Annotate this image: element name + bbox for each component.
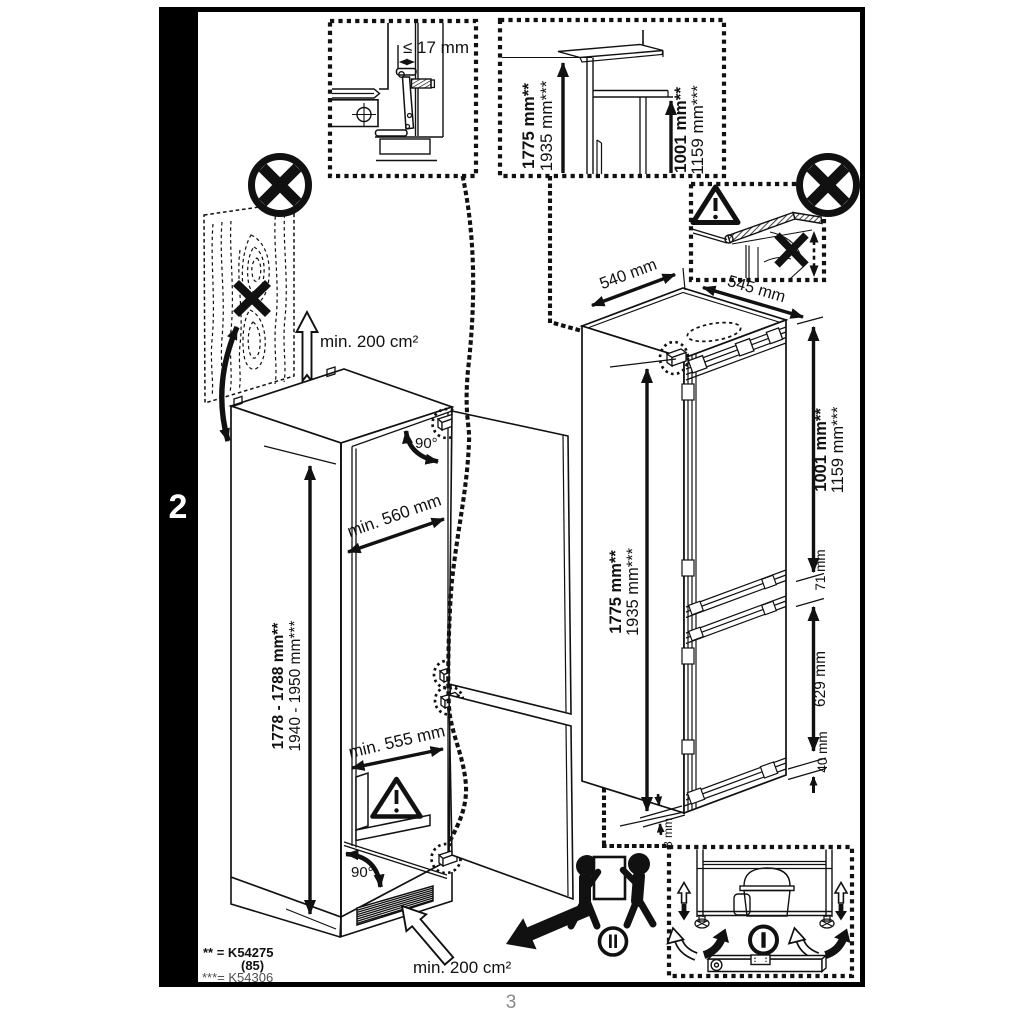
hinge-gap-label: ≤ 17 mm: [403, 38, 469, 57]
top-cutout-dashed: [686, 321, 742, 343]
footnote-3: ***= K54306: [202, 970, 273, 985]
leader-dots: [445, 175, 671, 849]
direction-arrow: [506, 902, 591, 950]
fridge-column-brackets: [681, 383, 695, 755]
swap-arrow: [219, 325, 240, 442]
footnotes: ** = K54275 (85) ***= K54306: [202, 945, 273, 985]
fridge-hinge-gap-label: 71 mm: [813, 549, 828, 590]
vent-pointer-arrow: [400, 904, 455, 966]
floor-bracket: [355, 771, 431, 842]
vent-top: min. 200 cm²: [294, 309, 419, 384]
fridge-bottom-rail: [683, 757, 787, 807]
step-two-label: II: [608, 932, 619, 953]
fridge-height-label-bold: 1775 mm**: [607, 550, 625, 634]
angle-top-label: 90°: [415, 435, 438, 452]
fridge-upper-label-bold: 1001 mm**: [812, 408, 830, 492]
fridge-plinth-label: 40 mm: [815, 731, 830, 772]
height-detail-border: [497, 17, 727, 179]
top-clearance-warning-box: [688, 181, 827, 283]
adjust-arrows-left: [676, 880, 692, 921]
angle-bottom-label: 90°: [351, 864, 374, 881]
niche-height-range-alt: 1940 - 1950 mm***: [287, 621, 304, 752]
compressor: [733, 867, 795, 917]
fridge-height-label-alt: 1935 mm***: [624, 547, 642, 636]
wood-panel: [203, 201, 295, 442]
fridge-floor-gap-label: 8 mm: [661, 818, 675, 848]
door-swing-bottom: [345, 849, 385, 888]
footnote-1: ** = K54275: [203, 945, 273, 960]
worktop-height-label-alt: 1159 mm***: [688, 85, 707, 175]
cross-icon-top: [774, 232, 809, 268]
height-detail-box: 1775 mm** 1935 mm*** 1001 mm** 1159 mm**…: [497, 17, 727, 179]
hinge-detail-box: ≤ 17 mm: [327, 18, 479, 179]
vent-area-top-label: min. 200 cm²: [320, 332, 419, 351]
prohibition-icon-right: [796, 153, 860, 217]
section-sidebar: [159, 7, 198, 987]
page-number: 3: [506, 992, 517, 1013]
step-two-badge: II: [597, 926, 629, 957]
rotate-arrows-left: [666, 926, 729, 961]
warning-icon-top: [690, 184, 741, 225]
footnote-2: (85): [241, 958, 264, 973]
fridge-top-rail: [685, 326, 787, 381]
section-number: 2: [169, 488, 188, 526]
worktop-height-label-bold: 1001 mm**: [671, 87, 690, 173]
leveling-box: I: [666, 844, 855, 979]
fridge-drawing: [579, 287, 789, 828]
spirit-level: [706, 953, 828, 974]
fridge-middle-rails: [685, 569, 787, 645]
person-right: [623, 853, 657, 929]
niche-height-range-bold: 1778 - 1788 mm**: [270, 622, 287, 750]
step-one-badge: I: [748, 924, 779, 956]
cross-icon-panel: [233, 279, 271, 318]
warning-icon-niche: [370, 776, 423, 819]
step-one-label: I: [761, 930, 767, 952]
prohibition-icon-left: [248, 153, 312, 217]
airflow-arrow-icon: [294, 309, 320, 384]
person-left: [567, 855, 601, 930]
vent-grille: [356, 885, 434, 927]
vent-area-bottom-label: min. 200 cm²: [413, 958, 512, 977]
vent-bottom: min. 200 cm²: [400, 904, 512, 977]
fridge-lower-label: 629 mm: [812, 651, 829, 707]
niche-height-label-alt: 1935 mm***: [537, 80, 556, 171]
niche-door-open: [448, 410, 574, 901]
hinge-drawing: [374, 67, 436, 137]
carried-box: [592, 855, 627, 901]
adjust-arrows-right: [833, 880, 849, 921]
fridge-top-hinge: [658, 340, 690, 376]
door-swing-top: [402, 430, 439, 465]
fridge-upper-label-alt: 1159 mm***: [829, 406, 847, 493]
niche-height-label-bold: 1775 mm**: [519, 83, 538, 169]
adjustable-feet: [694, 915, 835, 929]
carry-pictogram: II: [506, 853, 657, 957]
